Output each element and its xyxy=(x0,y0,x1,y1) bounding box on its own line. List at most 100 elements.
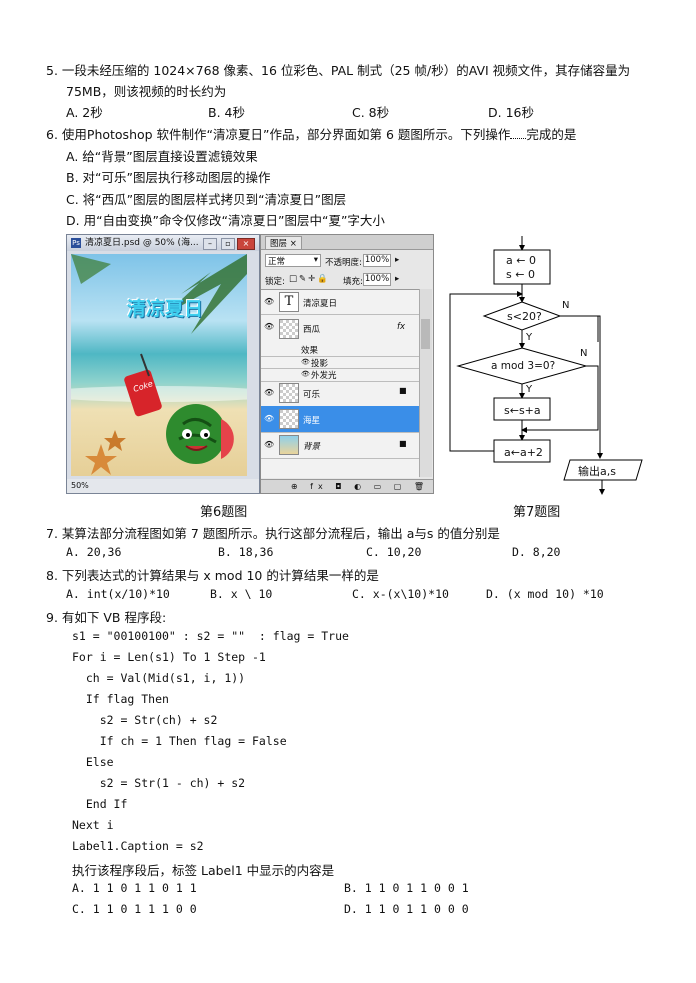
watermelon-slice-icon xyxy=(221,419,234,459)
code-line: s2 = Str(1 - ch) + s2 xyxy=(72,776,246,790)
effect-name: 外发光 xyxy=(311,371,337,381)
restore-icon[interactable]: ▫ xyxy=(221,238,235,250)
starfish-icon xyxy=(85,444,117,475)
close-icon[interactable]: × xyxy=(237,238,255,250)
flow-yes-2: Y xyxy=(526,384,533,395)
fig7-caption: 第7题图 xyxy=(513,505,561,520)
blend-mode-select[interactable]: 正常▾ xyxy=(265,254,321,267)
tab-layers[interactable]: 图层 × xyxy=(265,236,302,249)
flow-cond2: a mod 3=0? xyxy=(491,360,556,372)
eye-icon[interactable]: 👁 xyxy=(264,388,275,397)
straw-icon xyxy=(140,353,150,377)
flowchart xyxy=(449,236,643,495)
effect-row-glow[interactable]: 👁 外发光 xyxy=(261,368,419,382)
layer-name: 可乐 xyxy=(303,390,321,400)
cola-icon xyxy=(124,369,162,417)
layer-name: 背景 xyxy=(303,442,321,452)
q7-option-a: A. 20,36 xyxy=(66,545,122,559)
q8-option-b: B. x \ 10 xyxy=(210,587,273,601)
eye-icon[interactable]: 👁 xyxy=(301,358,310,366)
chevron-down-icon: ▾ xyxy=(313,255,318,265)
effect-row-shadow[interactable]: 👁 投影 xyxy=(261,356,419,369)
eye-icon[interactable]: 👁 xyxy=(301,370,310,378)
code-line: End If xyxy=(72,797,128,811)
output-box xyxy=(563,459,643,481)
q6-option-a: A. 给“背景”图层直接设置滤镜效果 xyxy=(66,149,258,164)
effect-name: 投影 xyxy=(311,359,329,369)
layer-row-cola[interactable]: 👁 可乐 ■ xyxy=(261,380,419,407)
layer-row-background[interactable]: 👁 背景 ■ xyxy=(261,432,419,459)
flow-cond1: s<20? xyxy=(507,310,542,323)
effects-label: 效果 xyxy=(301,346,319,356)
layers-scrollbar[interactable] xyxy=(419,289,432,477)
flow-yes-1: Y xyxy=(526,332,533,343)
eye-icon[interactable]: 👁 xyxy=(264,414,275,423)
layer-thumbnail xyxy=(279,383,299,403)
ps-status-bar: 50% xyxy=(67,479,259,493)
q5-line1: 5. 一段未经压缩的 1024×768 像素、16 位彩色、PAL 制式（25 … xyxy=(46,63,631,78)
q5-option-a: A. 2秒 xyxy=(66,105,103,120)
eye-icon[interactable]: 👁 xyxy=(264,440,275,449)
ps-document-titlebar: Ps 清凉夏日.psd @ 50% (海... – ▫ × xyxy=(67,235,259,251)
layer-row-watermelon[interactable]: 👁 西瓜 fx xyxy=(261,314,419,344)
q7-option-c: C. 10,20 xyxy=(366,545,422,559)
q6-option-c: C. 将“西瓜”图层的图层样式拷贝到“清凉夏日”图层 xyxy=(66,192,347,207)
q8-option-d: D. (x mod 10) *10 xyxy=(486,587,604,601)
minimize-icon[interactable]: – xyxy=(203,238,217,250)
zoom-level: 50% xyxy=(71,481,89,490)
code-line: Label1.Caption = s2 xyxy=(72,839,204,853)
q8-option-c: C. x-(x\10)*10 xyxy=(352,587,449,601)
q7-option-b: B. 18,36 xyxy=(218,545,274,559)
code-line: Else xyxy=(72,755,114,769)
ps-document-title: 清凉夏日.psd @ 50% (海... xyxy=(85,238,199,248)
lock-icons[interactable]: □✎✛🔒 xyxy=(289,274,330,284)
layer-thumbnail xyxy=(279,435,299,455)
layer-row-text[interactable]: 👁 T 清凉夏日 xyxy=(261,290,419,315)
layer-name: 海星 xyxy=(303,416,321,426)
lock-icon: ■ xyxy=(399,386,407,395)
code-line: If flag Then xyxy=(72,692,169,706)
eye-icon[interactable]: 👁 xyxy=(264,322,275,331)
fill-arrow-icon[interactable]: ▸ xyxy=(395,274,400,284)
q5-option-c: C. 8秒 xyxy=(352,105,390,120)
q9-option-d: D. 1 1 0 1 1 0 0 0 xyxy=(344,902,469,916)
palm-leaf-icon xyxy=(166,254,247,334)
lock-label: 锁定: xyxy=(265,277,285,287)
opacity-input[interactable]: 100% xyxy=(363,254,391,267)
flow-output: 输出a,s xyxy=(578,465,616,478)
fx-icon[interactable]: fx xyxy=(397,322,406,332)
layer-row-starfish[interactable]: 👁 海星 xyxy=(261,406,419,433)
starfish-small-icon xyxy=(104,430,126,451)
flow-proc1: s←s+a xyxy=(504,404,541,417)
ps-layers-panel: 图层 × 正常▾ 不透明度: 100% ▸ 锁定: □✎✛🔒 填充: 100% … xyxy=(260,234,434,494)
flow-init-s: s ← 0 xyxy=(506,268,535,281)
q6-stem-tail: 完成的是 xyxy=(526,127,577,142)
flow-init-a: a ← 0 xyxy=(506,254,536,267)
effects-row: 效果 xyxy=(261,344,419,356)
fill-input[interactable]: 100% xyxy=(363,273,391,286)
opacity-arrow-icon[interactable]: ▸ xyxy=(395,255,400,265)
ps-canvas: 清凉夏日 Coke xyxy=(71,254,247,476)
layers-toolbar[interactable]: ⊕ fx ◘ ◐ ▭ ▢ 🗑 xyxy=(261,479,433,493)
q9-stem: 9. 有如下 VB 程序段: xyxy=(46,610,167,625)
q5-option-b: B. 4秒 xyxy=(208,105,245,120)
code-line: If ch = 1 Then flag = False xyxy=(72,734,287,748)
q9-question: 执行该程序段后，标签 Label1 中显示的内容是 xyxy=(72,863,335,878)
layer-name: 西瓜 xyxy=(303,325,321,335)
q5-line2: 75MB，则该视频的时长约为 xyxy=(66,84,227,99)
lock-icon: ■ xyxy=(399,439,407,448)
q7-stem: 7. 某算法部分流程图如第 7 题图所示。执行这部分流程后，输出 a与s 的值分… xyxy=(46,526,500,541)
eye-icon[interactable]: 👁 xyxy=(264,297,275,306)
layer-thumbnail xyxy=(279,319,299,339)
layer-name: 清凉夏日 xyxy=(303,299,338,309)
q6-option-d: D. 用“自由变换”命令仅修改“清凉夏日”图层中“夏”字大小 xyxy=(66,213,385,228)
fill-label: 填充: xyxy=(343,277,363,287)
q6-option-b: B. 对“可乐”图层执行移动图层的操作 xyxy=(66,170,271,185)
q9-option-c: C. 1 1 0 1 1 1 0 0 xyxy=(72,902,197,916)
ps-document-window: Ps 清凉夏日.psd @ 50% (海... – ▫ × 清凉夏日 Coke xyxy=(66,234,260,494)
q8-option-a: A. int(x/10)*10 xyxy=(66,587,170,601)
q6-stem: 6. 使用Photoshop 软件制作“清凉夏日”作品，部分界面如第 6 题图所… xyxy=(46,124,576,143)
canvas-art xyxy=(71,254,247,475)
scrollbar-thumb[interactable] xyxy=(421,319,430,349)
code-line: ch = Val(Mid(s1, i, 1)) xyxy=(72,671,246,685)
